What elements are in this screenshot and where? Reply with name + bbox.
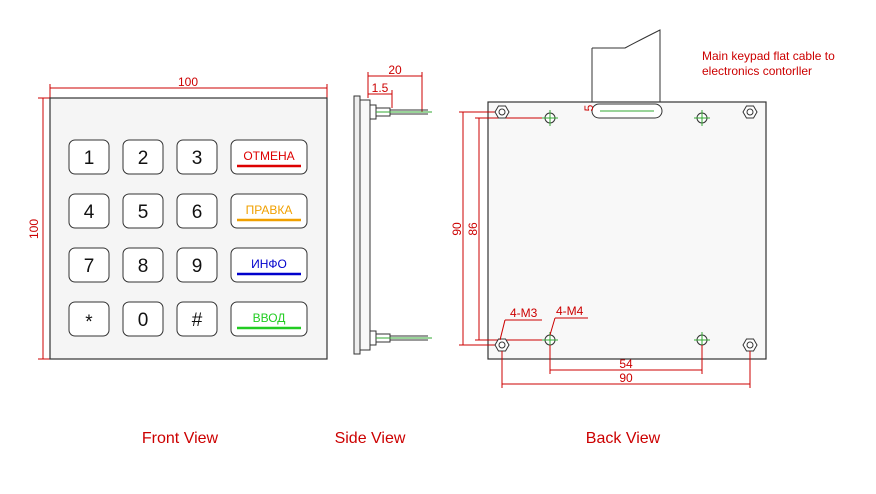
m3-leader (499, 319, 506, 341)
inner-width-dim: 54 (619, 357, 633, 371)
side-bottom-nut (369, 330, 377, 346)
key-label: 2 (138, 148, 149, 169)
key-label: 0 (138, 310, 149, 331)
key-label: 6 (192, 202, 203, 223)
front-height-dim: 100 (27, 219, 41, 239)
key-3[interactable]: 3 (176, 139, 218, 175)
key-label: 4 (84, 202, 95, 223)
m3-stud-top-left (494, 105, 510, 119)
function-key-2[interactable]: ПРАВКА (230, 193, 308, 229)
flat-cable-outline (592, 29, 661, 112)
key-#[interactable]: # (176, 301, 218, 337)
m3-label: 4-M3 (510, 306, 538, 320)
m3-stud-bottom-left (494, 338, 510, 352)
m4-label: 4-M4 (556, 304, 584, 318)
back-view: Main keypad flat cable to electronics co… (450, 29, 835, 447)
key-*[interactable]: * (68, 301, 110, 337)
side-faceplate (353, 95, 361, 355)
cable-dim: 5 (582, 104, 596, 111)
key-2[interactable]: 2 (122, 139, 164, 175)
cable-note-line1: Main keypad flat cable to (702, 49, 835, 63)
key-label: 1 (84, 148, 95, 169)
front-view-caption: Front View (142, 430, 219, 447)
key-label: 5 (138, 202, 149, 223)
outer-width-dim: 90 (619, 371, 633, 385)
key-label: 9 (192, 256, 203, 277)
m3-stud-bottom-right (742, 338, 758, 352)
back-view-caption: Back View (586, 430, 661, 447)
side-top-nut (369, 104, 377, 120)
function-key-4[interactable]: ВВОД (230, 301, 308, 337)
function-key-1[interactable]: ОТМЕНА (230, 139, 308, 175)
function-key-3[interactable]: ИНФО (230, 247, 308, 283)
back-plate (487, 101, 767, 360)
cable-note-line2: electronics contorller (702, 64, 812, 78)
side-depth-dim: 20 (388, 63, 402, 77)
key-4[interactable]: 4 (68, 193, 110, 229)
m4-stud-top-right (694, 110, 710, 126)
m4-stud-bottom-left (542, 332, 558, 348)
key-label: 3 (192, 148, 203, 169)
key-6[interactable]: 6 (176, 193, 218, 229)
function-key-label: ПРАВКА (246, 203, 293, 217)
m4-stud-top-left (542, 110, 558, 126)
key-7[interactable]: 7 (68, 247, 110, 283)
function-key-label: ОТМЕНА (243, 149, 294, 163)
key-label: # (192, 310, 203, 331)
function-key-label: ВВОД (253, 311, 286, 325)
key-label: 7 (84, 256, 95, 277)
m3-stud-top-right (742, 105, 758, 119)
side-panel-dim: 1.5 (372, 81, 389, 95)
front-view: 100 100 1 2 3 4 5 6 7 8 9 * 0 # ОТМЕНА ПРАВКА ИНФО ВВОД… (27, 75, 328, 447)
key-8[interactable]: 8 (122, 247, 164, 283)
inner-height-dim: 86 (466, 222, 480, 236)
key-label: * (85, 312, 93, 333)
key-5[interactable]: 5 (122, 193, 164, 229)
m4-leader (549, 317, 556, 336)
key-label: 8 (138, 256, 149, 277)
front-width-dim: 100 (178, 75, 198, 89)
key-0[interactable]: 0 (122, 301, 164, 337)
key-1[interactable]: 1 (68, 139, 110, 175)
side-view: 20 1.5 Side View (335, 63, 432, 447)
function-key-label: ИНФО (251, 257, 287, 271)
outer-height-dim: 90 (450, 222, 464, 236)
keypad: 1 2 3 4 5 6 7 8 9 * 0 # ОТМЕНА ПРАВКА ИНФО ВВОД (68, 139, 308, 337)
side-view-caption: Side View (335, 430, 406, 447)
side-body (359, 99, 371, 351)
key-9[interactable]: 9 (176, 247, 218, 283)
